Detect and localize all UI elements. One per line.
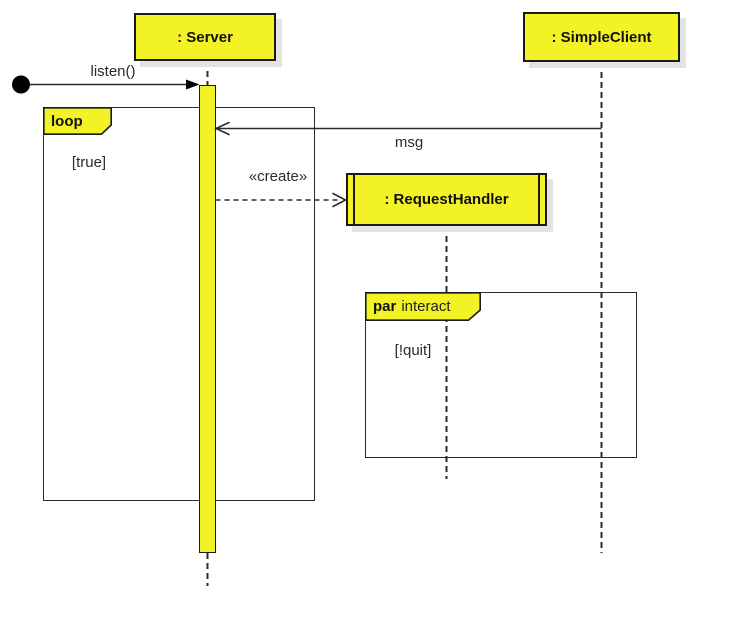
handler-left-bar <box>353 175 355 224</box>
create-arrowhead <box>332 192 348 208</box>
par-operator-label: par <box>373 298 397 315</box>
loop-fragment-box[interactable] <box>43 107 315 501</box>
create-message-label: «create» <box>248 168 308 185</box>
loop-pentagon-shape <box>43 107 112 136</box>
loop-fragment-pentagon[interactable]: loop <box>43 107 112 136</box>
par-name-label: interact <box>401 298 451 315</box>
client-participant-box[interactable]: : SimpleClient <box>523 12 680 62</box>
server-activation-bar[interactable] <box>199 85 216 553</box>
loop-operator-label: loop <box>51 112 83 130</box>
par-guard-label: [!quit] <box>394 342 432 359</box>
server-participant-box[interactable]: : Server <box>134 13 276 61</box>
client-participant-label: : SimpleClient <box>551 28 652 46</box>
initial-node[interactable] <box>12 75 30 94</box>
msg-arrowhead <box>214 121 230 136</box>
loop-guard-label: [true] <box>71 154 107 171</box>
listen-message-label: listen() <box>90 63 136 80</box>
handler-participant-box[interactable]: : RequestHandler <box>346 173 547 226</box>
handler-participant-label: : RequestHandler <box>384 191 509 208</box>
server-participant-label: : Server <box>177 28 233 46</box>
msg-message-label: msg <box>394 134 424 151</box>
listen-arrowhead <box>186 79 200 90</box>
par-fragment-box[interactable] <box>365 292 637 458</box>
par-pentagon-shape <box>365 292 481 322</box>
par-fragment-pentagon[interactable]: par interact <box>365 292 481 322</box>
handler-right-bar <box>538 175 540 224</box>
